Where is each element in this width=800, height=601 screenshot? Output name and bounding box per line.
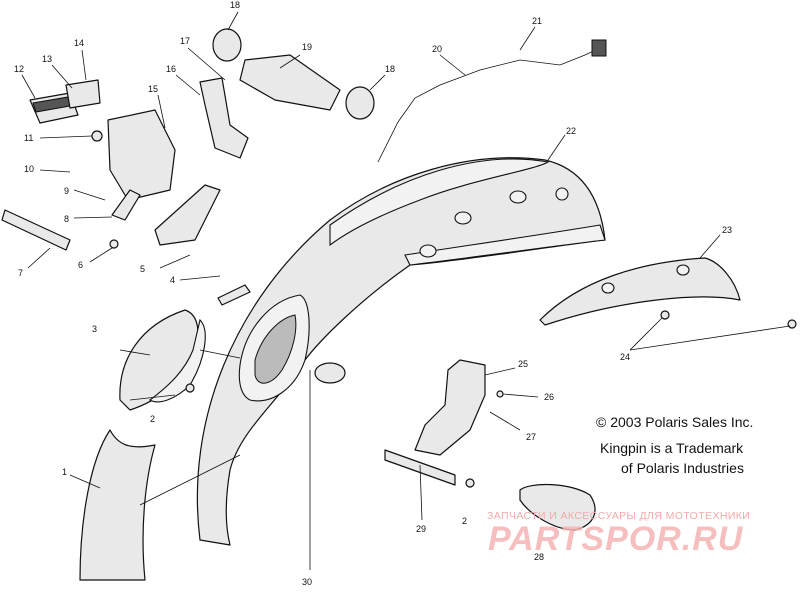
trademark-line-2: of Polaris Industries	[621, 460, 744, 476]
callout-30: 30	[302, 577, 312, 587]
callout-28: 28	[534, 552, 544, 562]
rear-fender	[196, 157, 606, 546]
reflector-left	[212, 28, 242, 62]
callout-27: 27	[526, 432, 536, 442]
callout-17: 17	[180, 36, 190, 46]
callout-9: 9	[64, 186, 69, 196]
fastener	[787, 319, 797, 329]
end-cap	[519, 483, 596, 531]
callout-2: 2	[150, 414, 155, 424]
callout-25: 25	[518, 359, 528, 369]
callout-5: 5	[140, 264, 145, 274]
callout-4: 4	[170, 275, 175, 285]
fender-bracket	[414, 359, 486, 456]
tail-lamp-housing	[119, 309, 206, 411]
fastener	[496, 390, 504, 398]
fender-tip	[79, 429, 156, 581]
callout-24: 24	[620, 352, 630, 362]
fastener	[660, 310, 670, 320]
small-bracket	[111, 189, 141, 221]
callout-26: 26	[544, 392, 554, 402]
wire-lead	[217, 284, 251, 306]
callout-19: 19	[302, 42, 312, 52]
callout-6: 6	[78, 260, 83, 270]
callout-16: 16	[166, 64, 176, 74]
fastener	[465, 478, 475, 488]
callout-2: 2	[462, 516, 467, 526]
reflector-right	[345, 86, 375, 120]
license-bracket	[239, 54, 341, 111]
fastener	[91, 130, 103, 142]
callout-10: 10	[24, 164, 34, 174]
lamp-mount-plate	[65, 79, 101, 109]
reflector-strip	[1, 209, 71, 251]
watermark-brand: PARTSPOR.RU	[488, 520, 744, 558]
leader-lines	[21, 11, 791, 570]
callout-21: 21	[532, 16, 542, 26]
side-bracket	[154, 184, 221, 246]
callout-12: 12	[14, 64, 24, 74]
callout-1: 1	[62, 467, 67, 477]
callout-22: 22	[566, 126, 576, 136]
watermark-tagline: ЗАПЧАСТИ И АКСЕССУАРЫ ДЛЯ МОТОТЕХНИКИ	[487, 510, 751, 522]
fastener	[185, 383, 195, 393]
callout-15: 15	[148, 84, 158, 94]
callout-8: 8	[64, 214, 69, 224]
trademark-line-1: Kingpin is a Trademark	[600, 440, 744, 456]
connector	[591, 39, 607, 57]
support-bracket	[199, 77, 249, 159]
callout-20: 20	[432, 44, 442, 54]
wiring-harness	[377, 47, 601, 163]
license-recess	[238, 294, 310, 402]
callout-11: 11	[24, 133, 33, 143]
callout-23: 23	[722, 225, 732, 235]
callout-14: 14	[74, 38, 84, 48]
callout-3: 3	[92, 324, 97, 334]
mounting-plate	[107, 109, 176, 201]
callout-13: 13	[42, 54, 52, 64]
copyright-notice: © 2003 Polaris Sales Inc.	[596, 414, 754, 430]
callout-18: 18	[385, 64, 395, 74]
fender-rail	[539, 257, 741, 326]
callout-7: 7	[18, 268, 23, 278]
callout-29: 29	[416, 524, 426, 534]
fastener	[109, 239, 119, 249]
callout-18: 18	[230, 0, 240, 10]
